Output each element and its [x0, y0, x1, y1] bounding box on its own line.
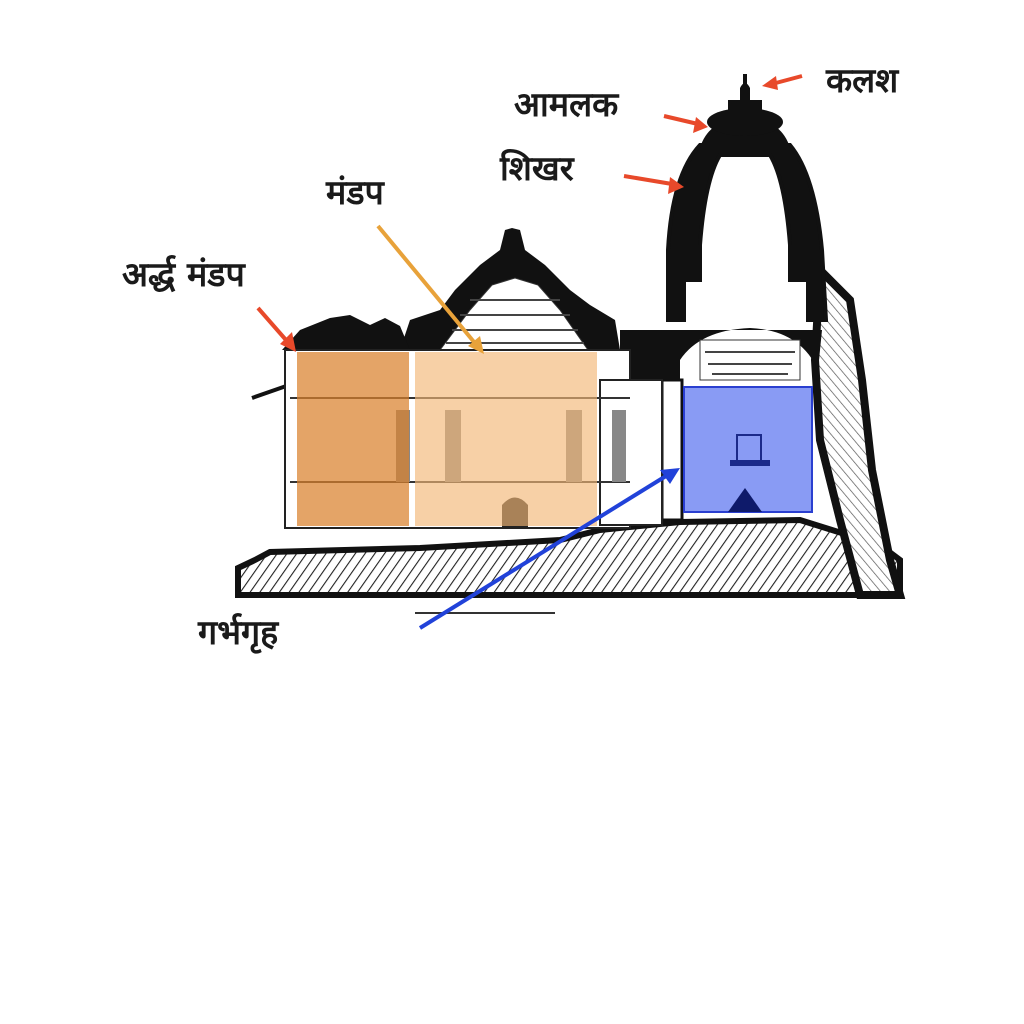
- arrow-amalak: [663, 114, 708, 133]
- shikhar-side-mass: [810, 260, 906, 599]
- label-amalak: आमलक: [514, 85, 619, 125]
- arrow-ardh-mandap: [256, 306, 296, 352]
- plinth: [235, 516, 903, 598]
- shikhar: [666, 116, 829, 322]
- mandap-highlight: [415, 352, 597, 526]
- label-ardh-mandap: अर्द्ध मंडप: [122, 255, 245, 295]
- kalash: [740, 74, 750, 100]
- arrow-garbhagriha: [418, 468, 680, 630]
- arrow-shikhar: [623, 174, 684, 194]
- label-shikhar: शिखर: [500, 149, 574, 189]
- garbhagriha-highlight: [683, 386, 813, 513]
- amalak: [707, 100, 783, 136]
- garbhagriha-structure: [620, 328, 822, 522]
- label-kalash: कलश: [826, 61, 899, 101]
- arrow-kalash: [762, 74, 803, 90]
- ardh-mandap-highlight: [297, 352, 409, 526]
- shrine-idol: [728, 434, 770, 512]
- arrow-mandap: [376, 224, 484, 354]
- label-mandap: मंडप: [326, 173, 384, 213]
- label-garbhagriha: गर्भगृह: [198, 613, 279, 653]
- mandap-roof: [400, 228, 620, 351]
